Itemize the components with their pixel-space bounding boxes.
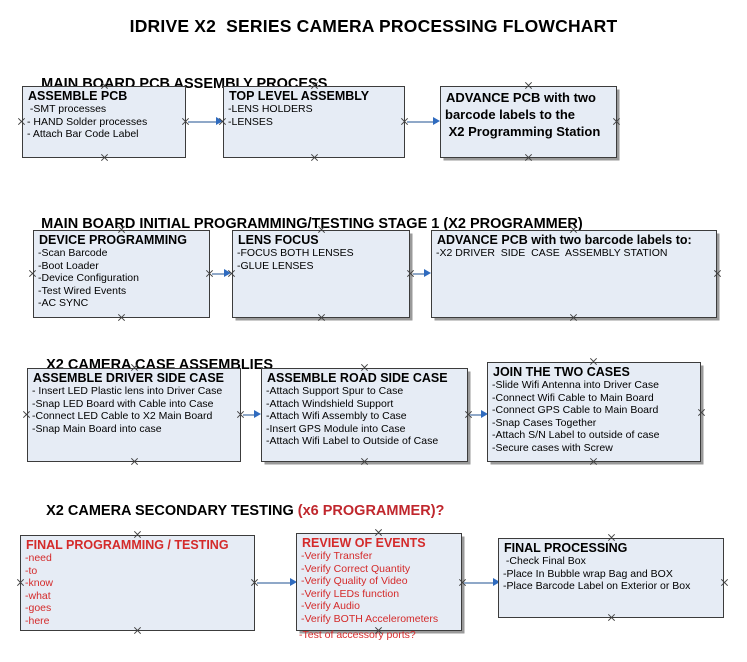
box-title: ADVANCE PCB with two [446, 90, 596, 105]
arrowhead-icon [493, 578, 500, 586]
connector-arrow[interactable] [188, 121, 220, 123]
box-line: -Place Barcode Label on Exterior or Box [503, 580, 691, 593]
box-line: -Attach Support Spur to Case [266, 385, 404, 397]
box-assemble-road-side-case[interactable]: ASSEMBLE ROAD SIDE CASE -Attach Support … [261, 368, 468, 462]
box-title: ASSEMBLE ROAD SIDE CASE [267, 371, 448, 385]
box-line: -Secure cases with Screw [492, 441, 613, 454]
box-line: -Attach Wifi Assembly to Case [266, 410, 407, 423]
arrowhead-icon [224, 269, 231, 277]
box-line: -X2 DRIVER SIDE CASE ASSEMBLY STATION [436, 247, 668, 259]
box-line: -Snap Main Board into case [32, 422, 162, 435]
box-line: -Verify Quality of Video [301, 575, 408, 588]
connector-arrow[interactable] [413, 273, 427, 275]
section-heading-2: MAIN BOARD INITIAL PROGRAMMING/TESTING S… [25, 200, 583, 248]
box-title: FINAL PROCESSING [504, 541, 628, 555]
connector-arrow[interactable] [407, 121, 437, 123]
box-line: barcode labels to the [445, 107, 576, 122]
box-line: -LENS HOLDERS [228, 103, 313, 115]
box-line: -Boot Loader [38, 259, 99, 272]
section-heading-4-text: X2 CAMERA SECONDARY TESTING [46, 503, 298, 519]
box-title: DEVICE PROGRAMMING [39, 233, 187, 247]
box-review-of-events[interactable]: REVIEW OF EVENTS -Verify Transfer -Verif… [296, 533, 462, 631]
box-lens-focus[interactable]: LENS FOCUS -FOCUS BOTH LENSES -GLUE LENS… [232, 230, 410, 318]
box-line: -Slide Wifi Antenna into Driver Case [492, 379, 659, 391]
box-line: -goes [25, 602, 52, 615]
box-line: -Test Wired Events [38, 284, 127, 297]
connector-arrow[interactable] [464, 582, 496, 584]
box-line: -Connect Wifi Cable to Main Board [492, 391, 654, 404]
box-assemble-pcb[interactable]: ASSEMBLE PCB -SMT processes - HAND Solde… [22, 86, 186, 158]
box-title: FINAL PROGRAMMING / TESTING [26, 538, 229, 552]
box-line: -here [25, 614, 50, 627]
box-line: -Attach Wifi Label to Outside of Case [266, 435, 439, 448]
connector-arrow[interactable] [257, 582, 293, 584]
connector-arrow[interactable] [243, 414, 257, 416]
box-line: X2 Programming Station [445, 124, 601, 139]
box-line: -to [25, 564, 38, 577]
box-assemble-driver-side-case[interactable]: ASSEMBLE DRIVER SIDE CASE - Insert LED P… [27, 368, 241, 462]
box-line: -Attach S/N Label to outside of case [492, 429, 660, 442]
box-line: -Place In Bubble wrap Bag and BOX [503, 567, 673, 580]
box-title: ASSEMBLE PCB [28, 89, 128, 103]
box-line: -SMT processes [27, 103, 107, 115]
box-line: -FOCUS BOTH LENSES [237, 247, 354, 259]
arrowhead-icon [290, 578, 297, 586]
box-line: -Connect LED Cable to X2 Main Board [32, 410, 213, 423]
box-line: -need [25, 552, 52, 564]
arrowhead-icon [481, 410, 488, 418]
box-line: -Verify BOTH Accelerometers [301, 612, 439, 625]
box-title: JOIN THE TWO CASES [493, 365, 630, 379]
arrowhead-icon [433, 117, 440, 125]
section-heading-4-red-text: (x6 PROGRAMMER)? [297, 503, 445, 519]
box-title: ADVANCE PCB with two barcode labels to: [437, 233, 692, 247]
arrowhead-icon [424, 269, 431, 277]
box-line: -Scan Barcode [38, 247, 108, 259]
box-line: -Verify LEDs function [301, 587, 400, 600]
box-title: TOP LEVEL ASSEMBLY [229, 89, 370, 103]
box-line: -LENSES [228, 115, 273, 128]
box-line: -Verify Correct Quantity [301, 562, 411, 575]
arrowhead-icon [254, 410, 261, 418]
box-line: -Device Configuration [38, 272, 139, 285]
arrowhead-icon [216, 117, 223, 125]
box-line: -Verify Audio [301, 600, 360, 613]
box-line: -GLUE LENSES [237, 259, 314, 272]
box-line: -AC SYNC [38, 297, 89, 310]
box-title: ASSEMBLE DRIVER SIDE CASE [33, 371, 225, 385]
box-line: -Check Final Box [503, 555, 586, 567]
box-line: -Verify Transfer [301, 550, 373, 562]
box-overflow-line: -Test of accessory ports? [299, 629, 416, 641]
page-title: IDRIVE X2 SERIES CAMERA PROCESSING FLOWC… [129, 16, 618, 36]
box-final-programming-testing[interactable]: FINAL PROGRAMMING / TESTING -need -to -k… [20, 535, 255, 631]
box-advance-pcb-driver-station[interactable]: ADVANCE PCB with two barcode labels to: … [431, 230, 717, 318]
box-line: -Insert GPS Module into Case [266, 422, 406, 435]
box-advance-pcb-station[interactable]: ADVANCE PCB with two barcode labels to t… [440, 86, 617, 158]
connector-arrow[interactable] [470, 414, 484, 416]
box-device-programming[interactable]: DEVICE PROGRAMMING -Scan Barcode -Boot L… [33, 230, 210, 318]
box-final-processing[interactable]: FINAL PROCESSING -Check Final Box -Place… [498, 538, 724, 618]
box-top-level-assembly[interactable]: TOP LEVEL ASSEMBLY -LENS HOLDERS -LENSES [223, 86, 405, 158]
box-title: REVIEW OF EVENTS [302, 536, 426, 550]
section-heading-2-text: MAIN BOARD INITIAL PROGRAMMING/TESTING S… [41, 216, 583, 232]
box-line: -know [25, 577, 54, 590]
box-join-the-two-cases[interactable]: JOIN THE TWO CASES -Slide Wifi Antenna i… [487, 362, 701, 462]
box-line: -Connect GPS Cable to Main Board [492, 404, 659, 417]
box-line: - Insert LED Plastic lens into Driver Ca… [32, 385, 223, 397]
box-line: - HAND Solder processes [27, 115, 148, 128]
box-line: - Attach Bar Code Label [27, 128, 139, 141]
box-line: -Snap Cases Together [492, 416, 597, 429]
box-title: LENS FOCUS [238, 233, 319, 247]
box-line: -Snap LED Board with Cable into Case [32, 397, 214, 410]
box-line: -Attach Windshield Support [266, 397, 394, 410]
box-line: -what [25, 589, 51, 602]
connector-arrow[interactable] [212, 273, 228, 275]
section-heading-4: X2 CAMERA SECONDARY TESTING (x6 PROGRAMM… [30, 487, 444, 535]
